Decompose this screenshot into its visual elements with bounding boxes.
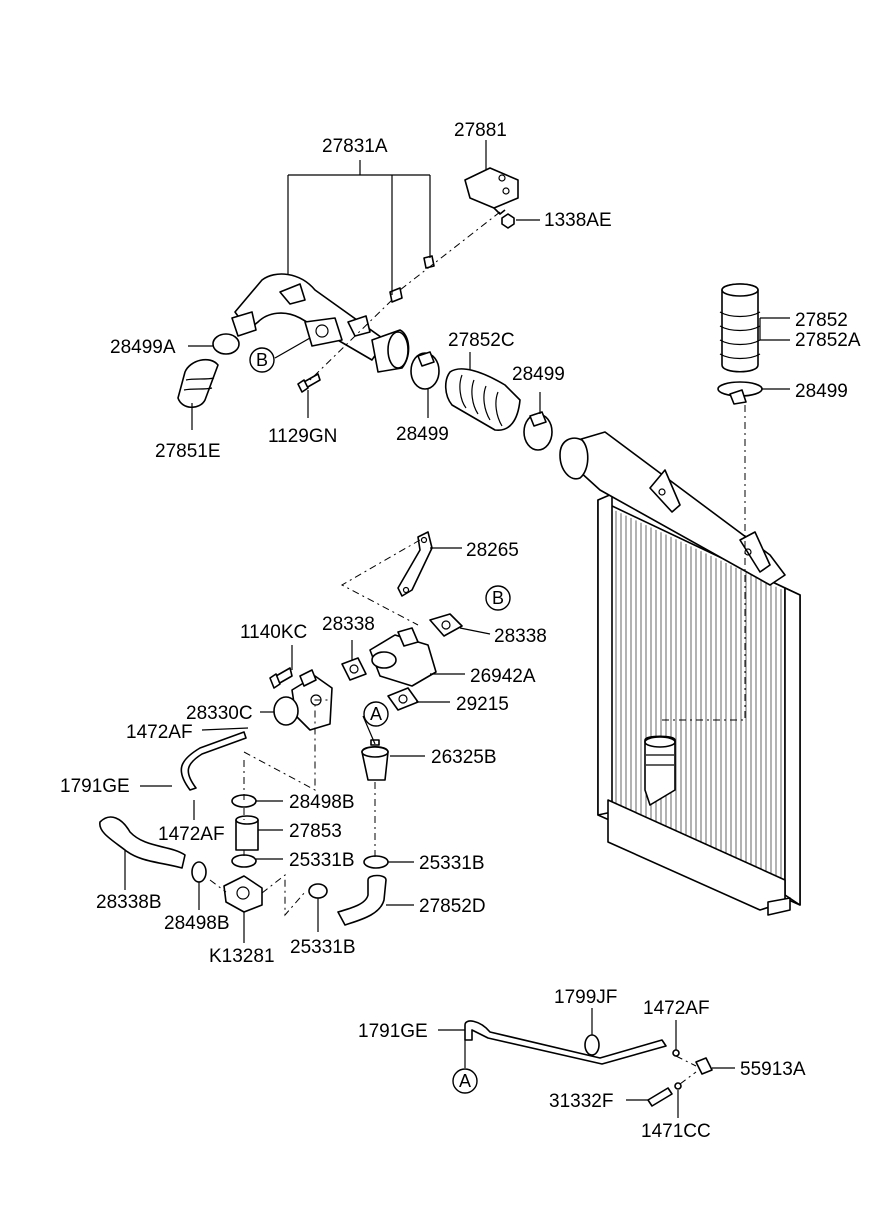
part-number-label: 1471CC xyxy=(641,1121,711,1142)
tube-1791GE-lower xyxy=(464,1020,667,1065)
part-number-label: 27853 xyxy=(289,821,342,842)
sensor-26325B xyxy=(361,739,389,781)
part-number-label: K13281 xyxy=(209,946,275,967)
gasket-29215 xyxy=(387,687,419,711)
part-number-label: 28499A xyxy=(110,337,176,358)
part-number-label: 1472AF xyxy=(643,998,710,1019)
hose-28338B xyxy=(99,816,186,869)
intercooler-fins xyxy=(615,510,782,890)
tube-1791GE-upper xyxy=(180,731,247,791)
part-number-label: 28499 xyxy=(795,381,848,402)
part-number-label: 28499 xyxy=(396,424,449,445)
leader-lines xyxy=(124,140,790,1118)
lower-outlet-pipe xyxy=(644,735,676,806)
part-number-label: 31332F xyxy=(549,1091,613,1112)
part-number-label: 27881 xyxy=(454,120,507,141)
clamp-25331B-lower xyxy=(308,883,328,899)
callout-A-lower-letter: A xyxy=(459,1071,471,1091)
callout-B-upper-letter: B xyxy=(256,350,268,370)
part-number-label: 28265 xyxy=(466,540,519,561)
part-number-label: 1472AF xyxy=(126,722,193,743)
part-number-label: 27852 xyxy=(795,310,848,331)
clamp-28499A xyxy=(212,333,240,355)
part-number-label: 28498B xyxy=(164,913,230,934)
bolt-1140KC xyxy=(269,667,293,689)
part-number-label: 25331B xyxy=(290,937,356,958)
bracket-27881 xyxy=(464,167,519,215)
part-number-label: 27851E xyxy=(155,441,221,462)
dashed-guides xyxy=(209,211,746,1085)
part-number-label: 28498B xyxy=(289,792,355,813)
hose-31332F xyxy=(647,1087,673,1107)
clamp-28499-left xyxy=(410,351,440,390)
part-number-label: 28330C xyxy=(186,703,253,724)
part-number-label: 28338 xyxy=(494,626,547,647)
part-number-label: 27831A xyxy=(322,136,388,157)
hose-27852D xyxy=(337,874,387,926)
clamp-25331B-right xyxy=(363,855,389,869)
part-number-label: 55913A xyxy=(740,1059,806,1080)
clamp-25331B-upper xyxy=(231,854,257,868)
part-number-label: 25331B xyxy=(289,850,355,871)
part-number-label: 27852D xyxy=(419,896,486,917)
hose-27852C xyxy=(444,368,521,431)
thermostat-housing-28330C xyxy=(273,669,333,731)
connector-K13281 xyxy=(223,875,263,913)
part-number-label: 25331B xyxy=(419,853,485,874)
callout-B-lower-letter: B xyxy=(492,588,504,608)
nut-1338AE xyxy=(501,213,515,229)
part-number-label: 28338 xyxy=(322,614,375,635)
clip-1472AF xyxy=(672,1049,680,1057)
valve-55913A xyxy=(695,1057,713,1075)
clamp-28499-middle xyxy=(523,411,553,451)
part-number-label: 27852C xyxy=(448,330,515,351)
gasket-28338-right xyxy=(429,613,463,637)
part-number-label: 29215 xyxy=(456,694,509,715)
clip-1471CC xyxy=(674,1082,682,1090)
part-number-label: 1129GN xyxy=(268,426,337,447)
part-number-label: 28499 xyxy=(512,364,565,385)
callout-A-upper: A xyxy=(363,701,389,727)
clamp-28499-right xyxy=(717,381,763,405)
bolt-1129GN xyxy=(297,373,321,393)
hose-27852 xyxy=(719,283,761,373)
part-number-label: 1791GE xyxy=(60,776,130,797)
part-number-label: 1140KC xyxy=(240,622,307,643)
hose-27851E xyxy=(177,358,219,409)
part-number-label: 26942A xyxy=(470,666,536,687)
part-number-label: 26325B xyxy=(431,747,497,768)
part-number-label: 1472AF xyxy=(158,824,225,845)
housing-26942A xyxy=(369,627,437,687)
clamp-28498B-lower xyxy=(191,861,207,883)
part-labels: 27831A 27881 1338AE 28499A 27851E 1129GN… xyxy=(60,120,861,1142)
part-number-label: 28338B xyxy=(96,892,162,913)
part-number-label: 1791GE xyxy=(358,1021,428,1042)
callout-B-upper: B xyxy=(249,347,275,373)
upper-tank-pipe xyxy=(559,431,786,586)
small-bolt xyxy=(389,255,435,303)
gasket-28338-left xyxy=(341,657,367,681)
callout-B-lower: B xyxy=(485,585,511,611)
part-number-label: 27852A xyxy=(795,330,861,351)
callout-A-upper-letter: A xyxy=(370,704,382,724)
clip-1799JF xyxy=(584,1034,600,1056)
bracket-28265 xyxy=(397,531,433,597)
part-number-label: 1799JF xyxy=(554,987,617,1008)
intake-pipe-27831A xyxy=(231,273,410,373)
callout-A-lower: A xyxy=(452,1068,478,1094)
part-number-label: 1338AE xyxy=(544,210,612,231)
hose-27853 xyxy=(235,815,259,851)
